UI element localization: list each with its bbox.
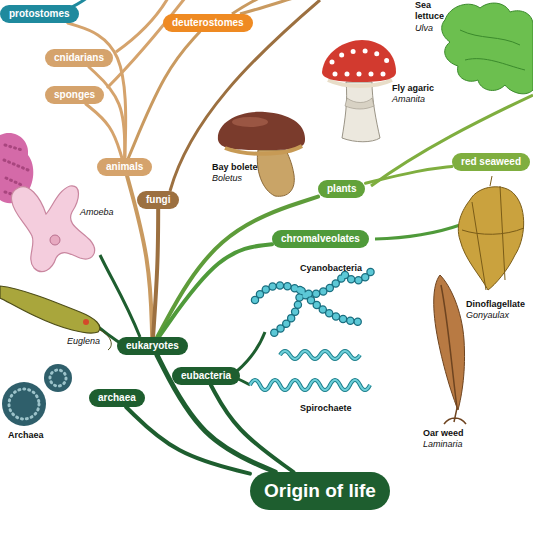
archaea-illustration <box>44 364 72 392</box>
agaric-cap <box>322 40 396 82</box>
agaric-stem <box>342 82 380 142</box>
bacteria-branch <box>236 332 265 385</box>
tree-branch <box>126 407 250 474</box>
euglena-illustration <box>0 286 100 333</box>
clade-pill: chromalveolates <box>272 230 369 248</box>
root-pill: Origin of life <box>250 472 390 510</box>
clade-pill: protostomes <box>0 5 79 23</box>
amoeba-nucleus <box>50 235 60 245</box>
genus-name: Laminaria <box>423 439 463 450</box>
agaric-spots <box>332 51 388 74</box>
domain-pill: eubacteria <box>172 367 240 385</box>
bolete-cap <box>218 112 305 150</box>
sea-lettuce-texture <box>460 30 525 70</box>
clade-name: red seaweed <box>461 155 521 169</box>
spirochaete-illustration <box>250 351 370 390</box>
tree-branch <box>86 104 122 158</box>
cyanobacteria-illustration <box>255 270 372 335</box>
clade-pill: deuterostomes <box>163 14 253 32</box>
clade-name: sponges <box>54 88 95 102</box>
genus-name: Amanita <box>392 94 425 105</box>
organism-name: Bay bolete <box>212 162 258 173</box>
sea-lettuce-illustration <box>442 3 533 94</box>
chromalveolate-branch <box>375 225 460 239</box>
euglena-eyespot <box>83 319 89 325</box>
clade-pill: sponges <box>45 86 104 104</box>
organism-name: Oar weed <box>423 428 464 439</box>
clade-name: eukaryotes <box>126 339 179 353</box>
amoeba-illustration <box>11 186 94 272</box>
dinoflagellate-plates <box>462 176 524 290</box>
spirochaete-outline <box>250 351 370 390</box>
clade-pill: animals <box>97 158 152 176</box>
clade-pill: fungi <box>137 191 179 209</box>
genus-name: Gonyaulax <box>466 310 509 321</box>
clade-name: deuterostomes <box>172 16 244 30</box>
tree-branch <box>157 197 318 337</box>
domain-pill: eukaryotes <box>117 337 188 355</box>
archaea-texture <box>9 389 39 419</box>
genus-name: Euglena <box>67 336 100 347</box>
tree-branch <box>153 209 158 337</box>
cyanobacteria-outline <box>255 270 372 335</box>
domain-pill: archaea <box>89 389 145 407</box>
clade-name: protostomes <box>9 7 70 21</box>
tree-branch <box>128 32 199 158</box>
clade-pill: red seaweed <box>452 153 530 171</box>
clade-pill: cnidarians <box>45 49 113 67</box>
organism-name: Sea lettuce <box>415 0 451 22</box>
agaric-ring <box>345 98 374 109</box>
organism-name: Spirochaete <box>300 403 352 414</box>
clade-name: animals <box>106 160 143 174</box>
clade-name: cnidarians <box>54 51 104 65</box>
tree-branch <box>365 166 452 183</box>
organism-name: Dinoflagellate <box>466 299 525 310</box>
genus-name: Boletus <box>212 173 242 184</box>
archaea-illustration <box>2 382 46 426</box>
bolete-pores <box>225 146 302 154</box>
tree-branch <box>159 244 272 337</box>
clade-name: plants <box>327 182 356 196</box>
tree-branch <box>89 67 125 158</box>
oar-weed-stipe <box>441 285 466 424</box>
organism-name: Fly agaric <box>392 83 434 94</box>
tree-branch <box>211 385 294 472</box>
bolete-highlight <box>232 117 268 127</box>
clade-name: chromalveolates <box>281 232 360 246</box>
organism-name: Cyanobacteria <box>300 263 362 274</box>
dinoflagellate-illustration <box>458 187 523 290</box>
clade-name: Origin of life <box>264 477 376 505</box>
organism-name: Archaea <box>8 430 44 441</box>
archaea-texture <box>50 370 66 386</box>
euglena-flagellum <box>100 330 111 350</box>
genus-name: Amoeba <box>80 207 114 218</box>
tree-branch <box>157 355 275 472</box>
plant-branch <box>371 95 533 186</box>
deuterostome-branch <box>232 0 300 14</box>
genus-name: Ulva <box>415 23 433 34</box>
bolete-stem <box>257 150 294 196</box>
clade-name: eubacteria <box>181 369 231 383</box>
clade-name: fungi <box>146 193 170 207</box>
clade-pill: plants <box>318 180 365 198</box>
clade-name: archaea <box>98 391 136 405</box>
